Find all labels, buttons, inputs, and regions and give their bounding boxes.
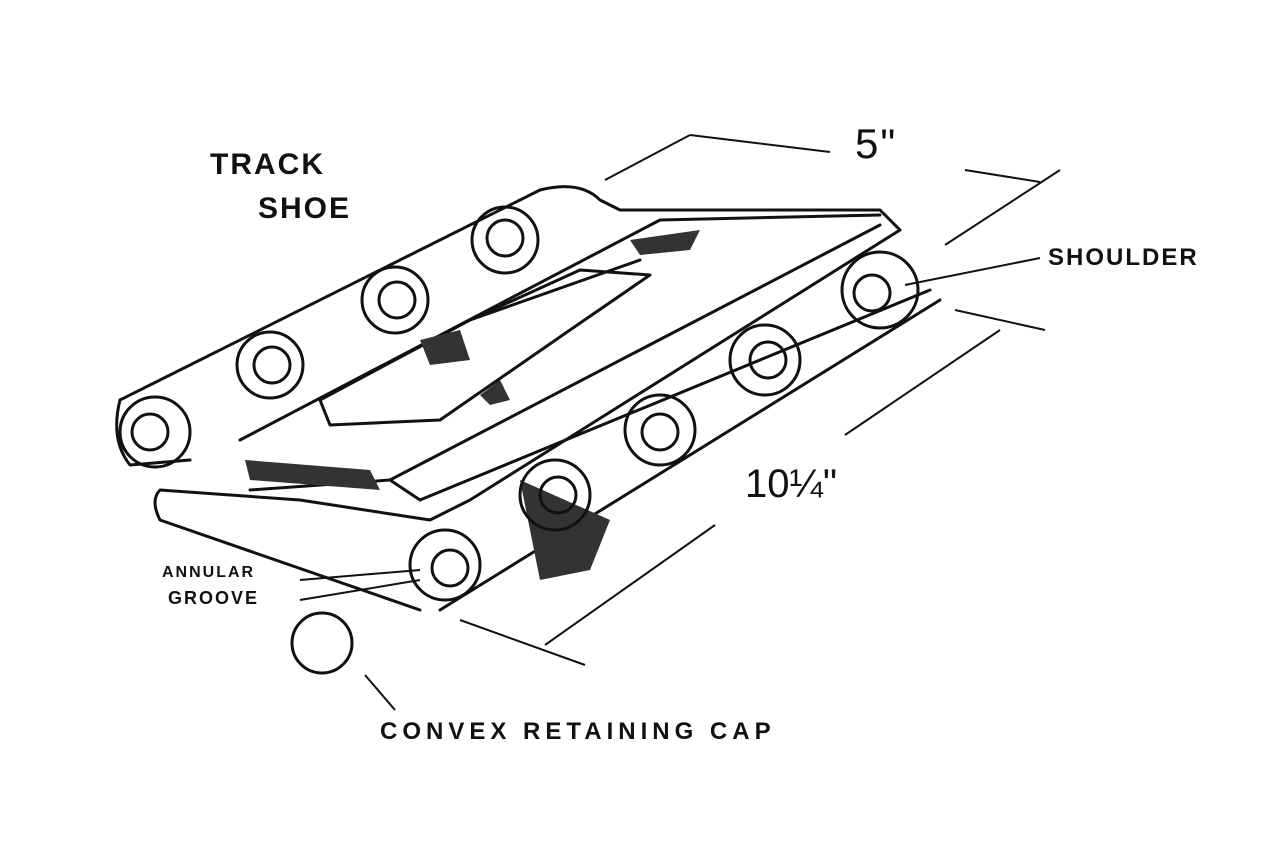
- shoe-body: [115, 185, 942, 612]
- label-annular: ANNULAR: [162, 564, 256, 581]
- dimension-length: 10¼": [745, 462, 838, 506]
- pin-bosses: [118, 205, 920, 602]
- label-shoulder: SHOULDER: [1048, 244, 1199, 271]
- grouser-hatching: [245, 230, 700, 580]
- label-shoe: SHOE: [258, 192, 352, 225]
- label-track: TRACK: [210, 148, 325, 181]
- label-convex-retaining-cap: CONVEX RETAINING CAP: [380, 718, 776, 745]
- convex-retaining-cap: [290, 611, 354, 675]
- label-groove: GROOVE: [168, 588, 260, 608]
- dimension-lines: [299, 134, 1061, 711]
- dimension-width: 5": [855, 120, 898, 167]
